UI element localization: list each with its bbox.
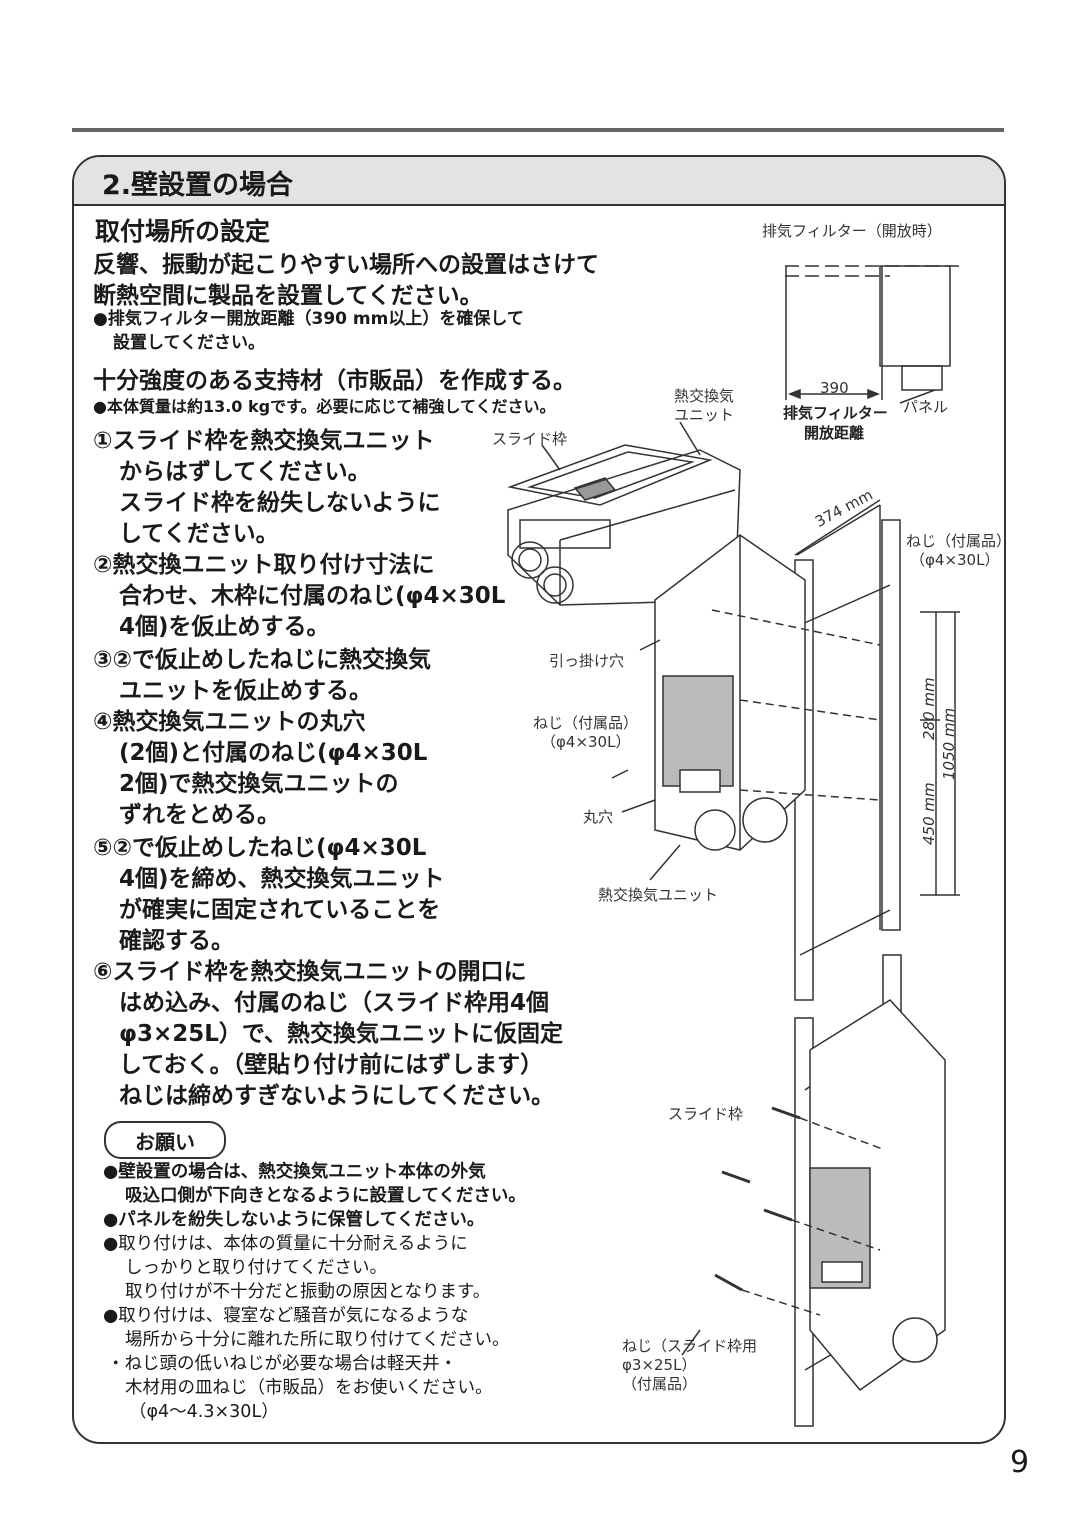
support-lead: 十分強度のある支持材（市販品）を作成する。 xyxy=(93,368,576,394)
filter-note-line-2: 設置してください。 xyxy=(113,333,265,353)
top-rule xyxy=(72,128,1004,132)
step-2-line: 合わせ、木枠に付属のねじ(φ4×30L xyxy=(119,583,506,609)
step-6-line: ねじは締めすぎないようにしてください。 xyxy=(119,1083,555,1109)
step-3: ③②で仮止めしたねじに熱交換気 ユニットを仮止めする。 xyxy=(93,645,431,707)
dimension-390: 390 xyxy=(820,379,849,397)
step-5-line: が確実に固定されていることを xyxy=(119,897,441,923)
section-header: 2.壁設置の場合 xyxy=(74,157,1004,206)
request-item-line: ●パネルを紛失しないように保管してください。 xyxy=(103,1210,485,1230)
screw-left-label-1: ねじ（付属品） xyxy=(533,714,639,732)
slide-frame-mount xyxy=(681,954,946,1427)
request-item-line: 吸込口側が下向きとなるように設置してください。 xyxy=(125,1186,526,1206)
slide-frame-label-bottom: スライド枠 xyxy=(668,1105,744,1123)
step-6-line: φ3×25L）で、熱交換気ユニットに仮固定 xyxy=(119,1021,564,1047)
step-6: ⑥スライド枠を熱交換気ユニットの開口に はめ込み、付属のねじ（スライド枠用4個 … xyxy=(93,957,563,1112)
slide-screw-label-3: （付属品） xyxy=(622,1375,698,1393)
request-item-line: しっかりと取り付けてください。 xyxy=(125,1258,387,1278)
step-3-line: ユニットを仮止めする。 xyxy=(119,678,372,704)
screw-left-label-2: （φ4×30L） xyxy=(541,733,631,751)
filter-open-label: 排気フィルター（開放時） xyxy=(762,222,942,240)
dimension-1050: 1050 mm xyxy=(940,707,958,780)
slide-screw-label-2: φ3×25L） xyxy=(622,1356,697,1374)
filter-note-line-1: ●排気フィルター開放距離（390 mm以上）を確保して xyxy=(93,309,524,329)
request-item-line: 取り付けが不十分だと振動の原因となります。 xyxy=(125,1282,491,1302)
step-2-line: ②熱交換ユニット取り付け寸法に xyxy=(93,552,435,578)
request-item-line: ●壁設置の場合は、熱交換気ユニット本体の外気 xyxy=(103,1162,486,1182)
dimension-450: 450 mm xyxy=(920,782,938,845)
step-4-line: (2個)と付属のねじ(φ4×30L xyxy=(119,740,428,766)
step-5-line: 4個)を締め、熱交換気ユニット xyxy=(119,866,445,892)
step-1-line: してください。 xyxy=(119,521,279,547)
hook-hole-label: 引っ掛け穴 xyxy=(549,652,625,670)
lead-line-2: 断熱空間に製品を設置してください。 xyxy=(93,283,483,309)
unit-label-1: 熱交換気 xyxy=(674,387,735,405)
step-5-line: ⑤②で仮止めしたねじ(φ4×30L xyxy=(93,835,427,861)
lead-line-1: 反響、振動が起こりやすい場所への設置はさけて xyxy=(93,252,599,278)
request-item-line: ●取り付けは、本体の質量に十分耐えるように xyxy=(103,1234,468,1254)
request-item-line: ●取り付けは、寝室など騒音が気になるような xyxy=(103,1306,469,1326)
step-3-line: ③②で仮止めしたねじに熱交換気 xyxy=(93,647,431,673)
filter-distance-label-2: 開放距離 xyxy=(804,424,865,442)
screw-accessory-label-1: ねじ（付属品） xyxy=(906,532,1012,550)
step-1-line: からはずしてください。 xyxy=(119,459,371,485)
step-6-line: はめ込み、付属のねじ（スライド枠用4個 xyxy=(119,990,550,1016)
step-4: ④熱交換気ユニットの丸穴 (2個)と付属のねじ(φ4×30L 2個)で熱交換気ユ… xyxy=(93,707,427,831)
request-list: ●壁設置の場合は、熱交換気ユニット本体の外気 吸込口側が下向きとなるように設置し… xyxy=(103,1160,526,1424)
filter-distance-label-1: 排気フィルター xyxy=(783,404,888,422)
request-badge: お願い xyxy=(104,1121,226,1159)
panel-label: パネル xyxy=(903,398,949,416)
weight-note: ●本体質量は約13.0 kgです。必要に応じて補強してください。 xyxy=(93,397,556,416)
filter-clearance-figure xyxy=(785,265,960,404)
page-number: 9 xyxy=(1010,1445,1030,1480)
step-5-line: 確認する。 xyxy=(119,928,234,954)
step-1: ①スライド枠を熱交換気ユニット からはずしてください。 スライド枠を紛失しないよ… xyxy=(93,426,441,550)
request-item-line: 場所から十分に離れた所に取り付けてください。 xyxy=(125,1330,510,1350)
step-5: ⑤②で仮止めしたねじ(φ4×30L 4個)を締め、熱交換気ユニット が確実に固定… xyxy=(93,833,445,957)
slide-screw-label-1: ねじ（スライド枠用 xyxy=(622,1337,758,1355)
setting-heading: 取付場所の設定 xyxy=(95,217,271,246)
step-1-line: スライド枠を紛失しないように xyxy=(119,490,441,516)
request-item-line: ・ねじ頭の低いねじが必要な場合は軽天井・ xyxy=(107,1354,457,1374)
step-6-line: しておく。（壁貼り付け前にはずします） xyxy=(119,1052,544,1078)
step-4-line: 2個)で熱交換気ユニットの xyxy=(119,771,399,797)
step-6-line: ⑥スライド枠を熱交換気ユニットの開口に xyxy=(93,959,527,985)
section-title: 2.壁設置の場合 xyxy=(102,170,294,201)
step-1-line: ①スライド枠を熱交換気ユニット xyxy=(93,428,435,454)
unit-label-2: ユニット xyxy=(674,406,735,424)
step-4-line: ずれをとめる。 xyxy=(119,802,280,828)
dimension-280: 280 mm xyxy=(920,677,938,740)
step-2-line: 4個)を仮止めする。 xyxy=(119,614,330,640)
request-item-line: 木材用の皿ねじ（市販品）をお使いください。 xyxy=(125,1378,493,1398)
step-2: ②熱交換ユニット取り付け寸法に 合わせ、木枠に付属のねじ(φ4×30L 4個)を… xyxy=(93,550,505,643)
screw-accessory-label-2: （φ4×30L） xyxy=(910,551,1000,569)
slide-frame-label-top: スライド枠 xyxy=(492,430,568,448)
step-4-line: ④熱交換気ユニットの丸穴 xyxy=(93,709,366,735)
unit-on-frame xyxy=(611,499,960,1001)
round-hole-label: 丸穴 xyxy=(583,808,614,826)
unit-with-slide-frame xyxy=(507,421,741,606)
request-item-line: （φ4〜4.3×30L） xyxy=(129,1402,279,1422)
unit-bottom-label: 熱交換気ユニット xyxy=(598,886,719,904)
